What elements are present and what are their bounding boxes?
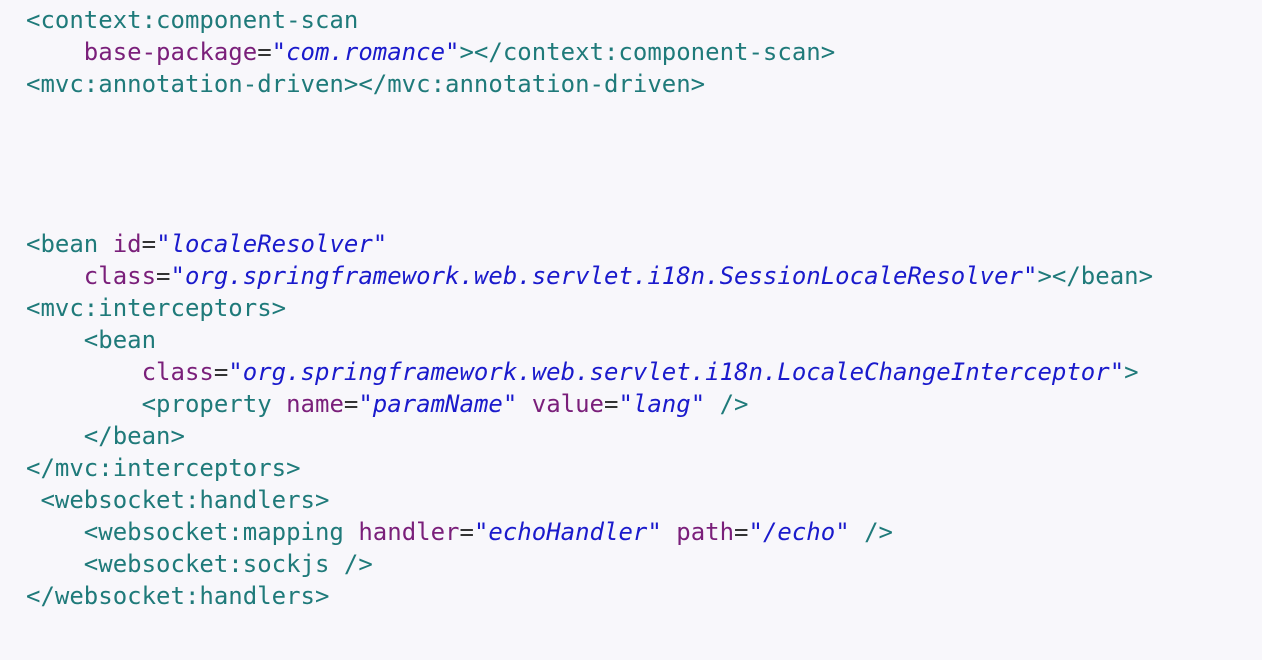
code-token: id [112,230,142,258]
code-token: = [343,390,359,418]
code-token: = [156,262,171,290]
code-token: base-package [83,38,258,66]
code-line [26,164,1262,196]
code-token: "org.springframework.web.servlet.i18n.Lo… [228,358,1125,386]
code-token: = [604,390,619,418]
code-token: class [83,262,157,290]
code-token: <websocket:mapping [83,518,359,546]
code-token: <mvc:annotation-driven></mvc:annotation-… [26,70,706,98]
code-token [26,326,84,354]
code-token: </mvc:interceptors> [26,454,301,482]
code-token [26,262,84,290]
code-token: "/echo" [748,518,850,546]
code-token: class [141,358,214,386]
code-line [26,132,1262,164]
code-line: base-package="com.romance"></context:com… [26,36,1262,68]
code-line: </mvc:interceptors> [26,452,1262,484]
code-token: = [213,358,229,386]
code-token: /> [705,390,749,418]
code-token: > [1124,358,1139,386]
code-token: <websocket:sockjs /> [83,550,373,578]
code-line: <mvc:interceptors> [26,292,1262,324]
code-token [26,486,40,514]
code-token: = [459,518,474,546]
code-line: <mvc:annotation-driven></mvc:annotation-… [26,68,1262,100]
code-line: class="org.springframework.web.servlet.i… [26,356,1262,388]
code-token: = [141,230,157,258]
code-line: <websocket:mapping handler="echoHandler"… [26,516,1262,548]
code-token: handler [358,518,460,546]
code-token [26,422,84,450]
code-line: class="org.springframework.web.servlet.i… [26,260,1262,292]
code-token [26,390,142,418]
code-token [26,358,142,386]
code-token: <mvc:interceptors> [26,294,287,322]
code-token [26,518,84,546]
code-token: <context:component-scan [26,6,359,34]
code-token: <bean [83,326,157,354]
code-token: <property [141,390,287,418]
code-line: <bean id="localeResolver" [26,228,1262,260]
code-token: </websocket:handlers> [26,582,330,610]
code-token: "org.springframework.web.servlet.i18n.Se… [170,262,1038,290]
code-line: </bean> [26,420,1262,452]
code-line: <context:component-scan [26,4,1262,36]
code-token: = [257,38,272,66]
code-line: <bean [26,324,1262,356]
code-token: "com.romance" [271,38,460,66]
code-token: path [676,518,735,546]
code-line: </websocket:handlers> [26,580,1262,612]
code-token: "echoHandler" [473,518,662,546]
code-token [662,518,676,546]
code-token: ></bean> [1037,262,1154,290]
code-token: ></context:component-scan> [459,38,836,66]
code-token: </bean> [83,422,185,450]
code-token: "paramName" [358,390,518,418]
code-token [26,38,84,66]
code-line [26,196,1262,228]
code-line: <websocket:handlers> [26,484,1262,516]
code-token: <bean [26,230,113,258]
code-token [26,550,84,578]
code-line [26,100,1262,132]
code-token: <websocket:handlers> [40,486,330,514]
code-token: "lang" [618,390,706,418]
code-token: name [286,390,344,418]
code-token: "localeResolver" [156,230,388,258]
code-token: /> [849,518,894,546]
code-line: <property name="paramName" value="lang" … [26,388,1262,420]
code-token: value [531,390,604,418]
code-token [517,390,531,418]
code-line: <websocket:sockjs /> [26,548,1262,580]
code-token: = [734,518,749,546]
